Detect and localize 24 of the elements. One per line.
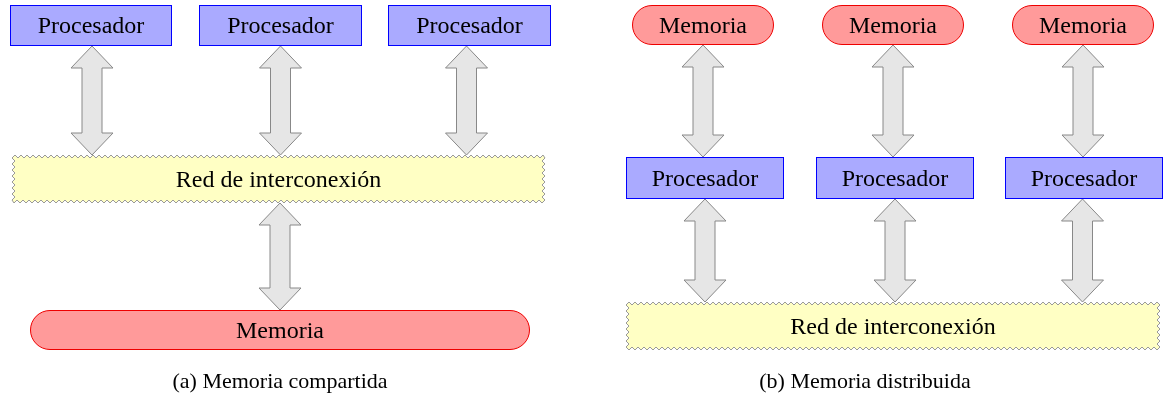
double-arrow <box>681 44 725 158</box>
memory-box: Memoria <box>632 5 774 45</box>
network-band: Red de interconexión <box>12 155 545 203</box>
double-arrow <box>1061 198 1104 303</box>
subfigure-caption: (a) Memoria compartida <box>172 368 388 394</box>
subfigure-caption: (b) Memoria distribuida <box>759 368 971 394</box>
double-arrow <box>871 44 915 158</box>
memory-box: Memoria <box>1012 5 1154 45</box>
processor-box: Procesador <box>626 157 784 199</box>
processor-box: Procesador <box>10 5 172 46</box>
network-band: Red de interconexión <box>626 302 1160 350</box>
double-arrow <box>70 45 114 156</box>
double-arrow <box>445 45 488 156</box>
processor-box: Procesador <box>199 5 362 46</box>
memory-box: Memoria <box>30 310 530 350</box>
processor-box: Procesador <box>816 157 974 199</box>
double-arrow <box>258 202 302 311</box>
processor-box: Procesador <box>388 5 551 46</box>
double-arrow <box>1061 44 1105 158</box>
double-arrow <box>259 45 302 156</box>
double-arrow <box>683 198 727 303</box>
processor-box: Procesador <box>1005 157 1163 199</box>
memory-box: Memoria <box>822 5 964 45</box>
double-arrow <box>873 198 917 303</box>
